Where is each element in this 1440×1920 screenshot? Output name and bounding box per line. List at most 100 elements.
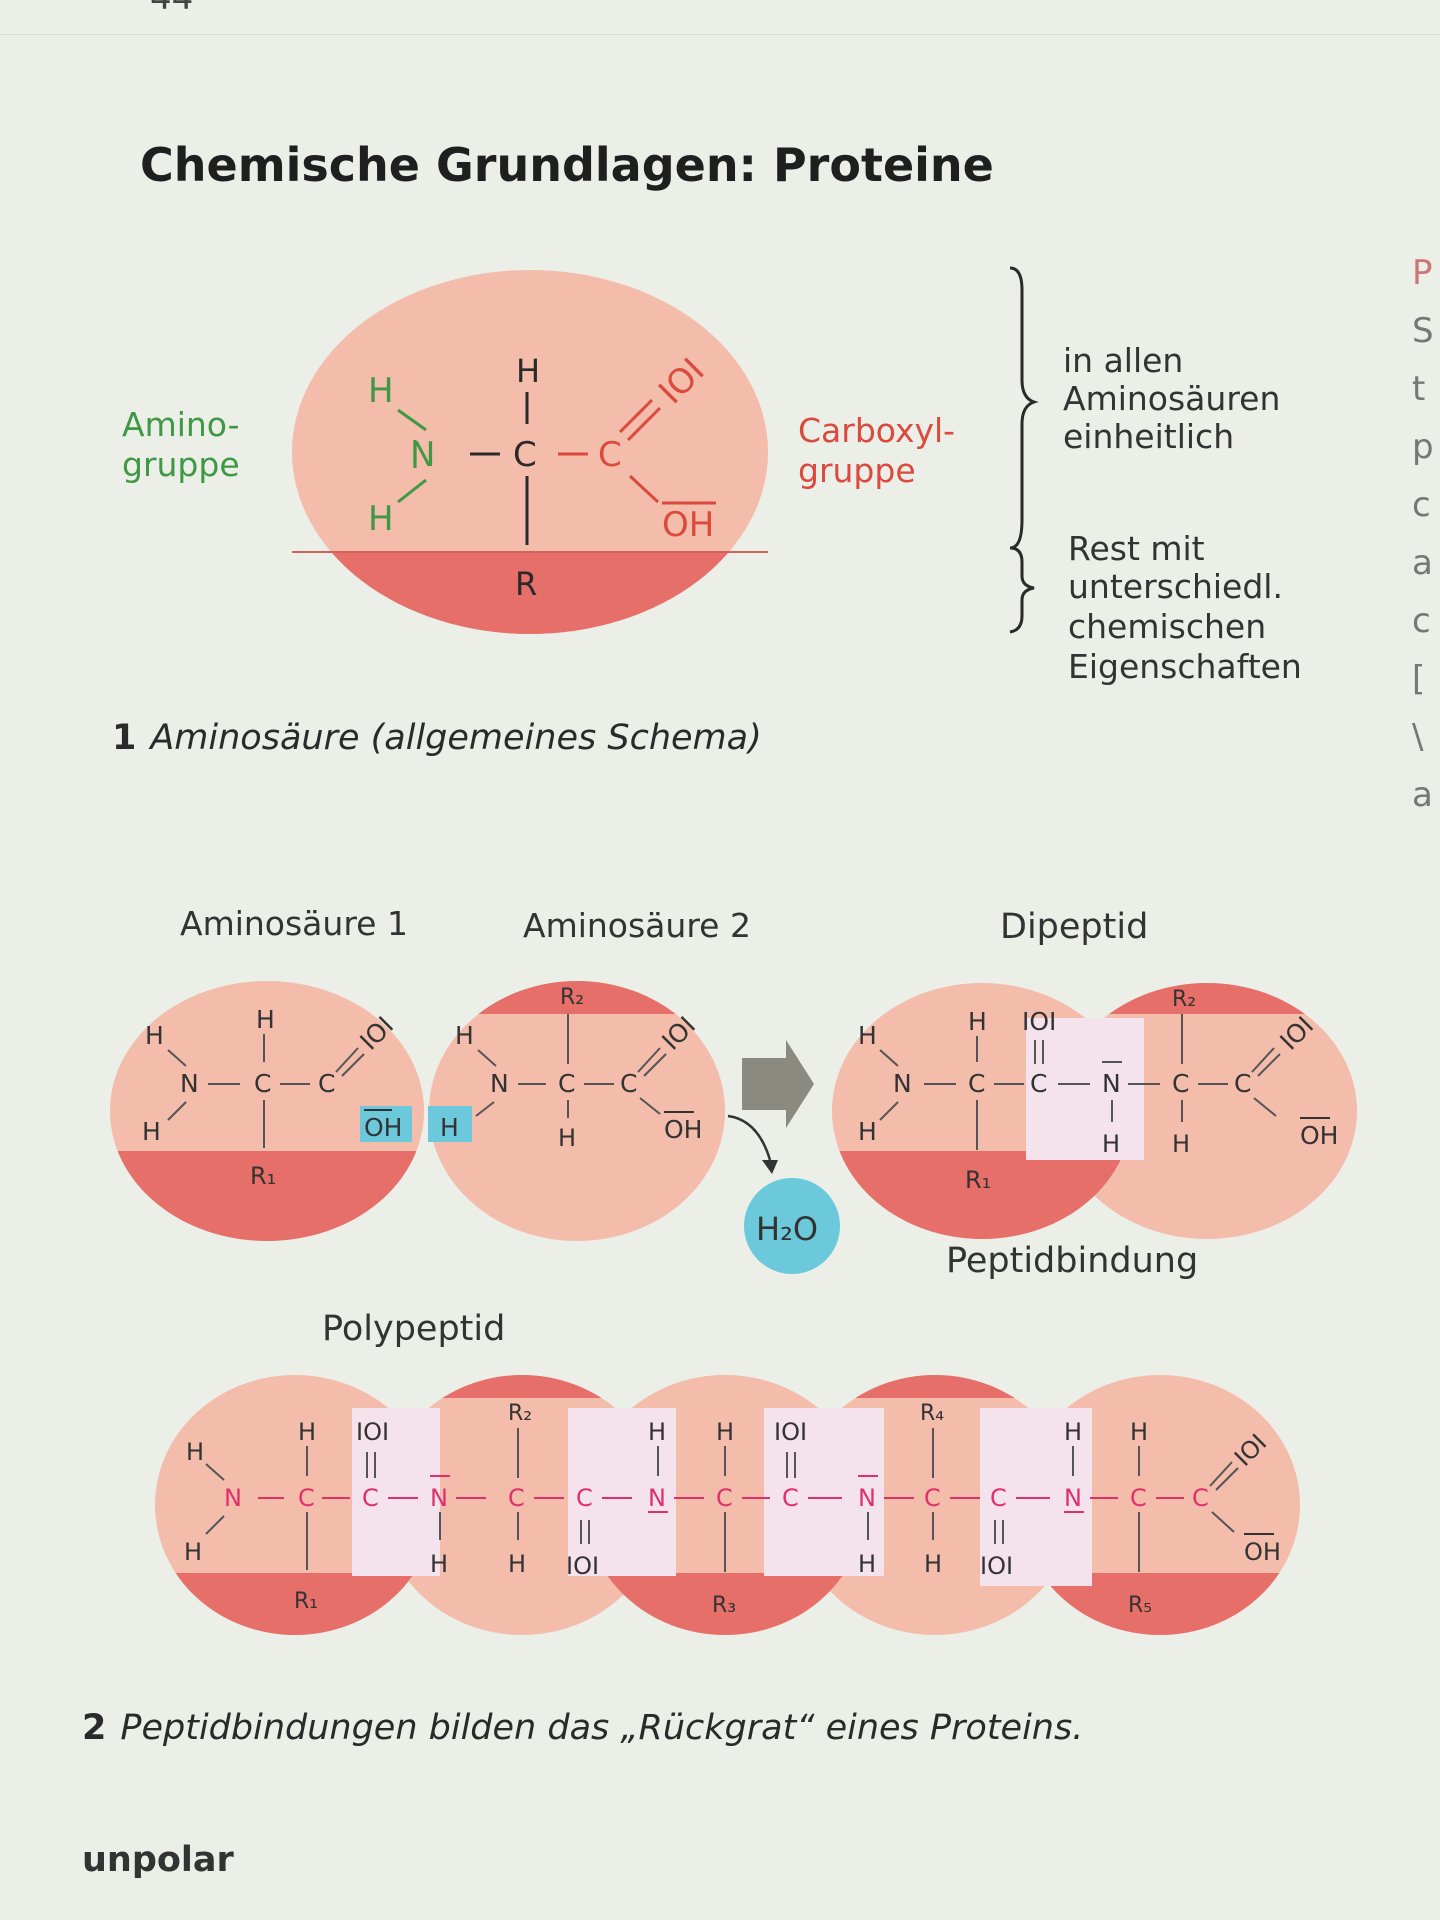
atom-oh: OH — [1244, 1538, 1281, 1566]
amino-group-label: Amino- — [122, 405, 240, 444]
atom-c: C — [990, 1484, 1007, 1512]
atom-o: IOI — [1022, 1007, 1056, 1036]
atom-n: N — [490, 1069, 509, 1098]
margin-letter: S — [1412, 311, 1434, 351]
peptide-bond-box — [1026, 1018, 1144, 1160]
water-molecule — [744, 1178, 840, 1274]
upper-brace — [1009, 266, 1039, 550]
atom-n: N — [180, 1069, 199, 1098]
amino-group-label: gruppe — [122, 445, 240, 484]
polypeptide-label: Polypeptid — [322, 1309, 505, 1349]
figure1-caption: 1 Aminosäure (allgemeines Schema) — [112, 718, 762, 758]
residue-r1: R₁ — [250, 1162, 276, 1190]
atom-n: N — [1064, 1484, 1082, 1512]
lower-brace — [1009, 546, 1035, 634]
margin-letter: t — [1412, 369, 1426, 409]
margin-column: P S t p c a c [ \ a — [1412, 244, 1434, 824]
atom-o: IOI — [356, 1418, 389, 1446]
figure1-amino-acid: H N H C H R C IOI OH Amino- gruppe Carbo… — [122, 266, 1302, 686]
atom-h: H — [298, 1418, 316, 1446]
atom-c: C — [254, 1069, 271, 1098]
atom-o: IOI — [980, 1552, 1013, 1580]
residue-r4: R₄ — [920, 1401, 944, 1426]
margin-letter: P — [1412, 253, 1433, 293]
hydrogen-highlight — [428, 1106, 472, 1142]
residue-r3: R₃ — [712, 1593, 736, 1618]
atom-c: C — [1234, 1069, 1251, 1098]
atom-h: H — [558, 1124, 576, 1152]
top-rule — [0, 34, 1440, 35]
atom-h: H — [256, 1005, 275, 1034]
peptide-bond-box — [568, 1408, 676, 1576]
atom-o: IOI — [566, 1552, 599, 1580]
atom-oh: OH — [662, 505, 714, 545]
atom-h: H — [924, 1550, 942, 1578]
margin-letter: a — [1412, 543, 1433, 583]
atom-h: H — [1172, 1130, 1190, 1158]
amino-acid-ellipse — [292, 270, 768, 634]
atom-c: C — [558, 1069, 575, 1098]
atom-c: C — [508, 1484, 525, 1512]
atom-o: IOI — [774, 1418, 807, 1446]
water-label: H₂O — [756, 1210, 818, 1248]
atom-h: H — [145, 1021, 164, 1050]
atom-c: C — [513, 435, 537, 475]
rest-label: Eigenschaften — [1068, 647, 1302, 686]
atom-n: N — [648, 1484, 666, 1512]
reaction-arrow — [742, 1040, 814, 1128]
hydroxyl-highlight — [360, 1106, 412, 1142]
atom-c: C — [576, 1484, 593, 1512]
uniform-label: in allen — [1063, 341, 1183, 380]
atom-h: H — [968, 1007, 987, 1036]
atom-h: H — [368, 371, 394, 411]
peptide-bond-box — [764, 1408, 884, 1576]
amino-acid-1-label: Aminosäure 1 — [180, 904, 408, 943]
figure2-caption: 2 Peptidbindungen bilden das „Rückgrat“ e… — [82, 1708, 1083, 1748]
atom-c: C — [598, 435, 622, 475]
page-title: Chemische Grundlagen: Proteine — [140, 138, 994, 192]
atom-c: C — [1172, 1069, 1189, 1098]
atom-h: H — [1102, 1130, 1120, 1158]
atom-h: H — [1064, 1418, 1082, 1446]
residue-r: R — [515, 565, 537, 603]
rest-label: unterschiedl. — [1068, 567, 1283, 606]
amino-acid-2-label: Aminosäure 2 — [523, 906, 751, 945]
atom-h: H — [858, 1021, 877, 1050]
uniform-label: einheitlich — [1063, 417, 1234, 456]
atom-h: H — [516, 352, 540, 390]
margin-letter: a — [1412, 775, 1433, 815]
atom-h: H — [186, 1438, 204, 1466]
atom-c: C — [924, 1484, 941, 1512]
atom-h: H — [858, 1550, 876, 1578]
residue-r5: R₅ — [1128, 1593, 1152, 1618]
figure1-caption-text: Aminosäure (allgemeines Schema) — [150, 718, 762, 758]
margin-letter: c — [1412, 485, 1431, 525]
margin-letter: [ — [1412, 659, 1426, 699]
atom-c: C — [1130, 1484, 1147, 1512]
atom-h: H — [430, 1550, 448, 1578]
atom-h: H — [648, 1418, 666, 1446]
carboxyl-group-label: Carboxyl- — [798, 411, 955, 450]
figure2-dipeptide: Aminosäure 1 Aminosäure 2 Dipeptid H N H… — [110, 904, 1357, 1281]
margin-letter: \ — [1412, 717, 1424, 757]
atom-oh: OH — [364, 1113, 402, 1142]
atom-c: C — [968, 1069, 985, 1098]
peptide-bond-box — [352, 1408, 440, 1576]
atom-h: H — [368, 499, 394, 539]
atom-h: H — [142, 1117, 161, 1146]
atom-c: C — [1192, 1484, 1209, 1512]
figure2-caption-text: Peptidbindungen bilden das „Rückgrat“ ei… — [120, 1708, 1084, 1748]
figure1-caption-number: 1 — [112, 718, 137, 758]
residue-r1: R₁ — [965, 1166, 991, 1194]
atom-c: C — [620, 1069, 637, 1098]
margin-letter: p — [1412, 427, 1434, 467]
dipeptide-label: Dipeptid — [1000, 907, 1148, 947]
atom-oh: OH — [664, 1115, 702, 1144]
atom-h: H — [440, 1113, 459, 1142]
figure2-caption-number: 2 — [82, 1708, 107, 1748]
atom-n: N — [224, 1484, 242, 1512]
atom-n: N — [1102, 1069, 1121, 1098]
residue-r2: R₂ — [560, 985, 584, 1010]
carboxyl-group-label: gruppe — [798, 451, 916, 490]
